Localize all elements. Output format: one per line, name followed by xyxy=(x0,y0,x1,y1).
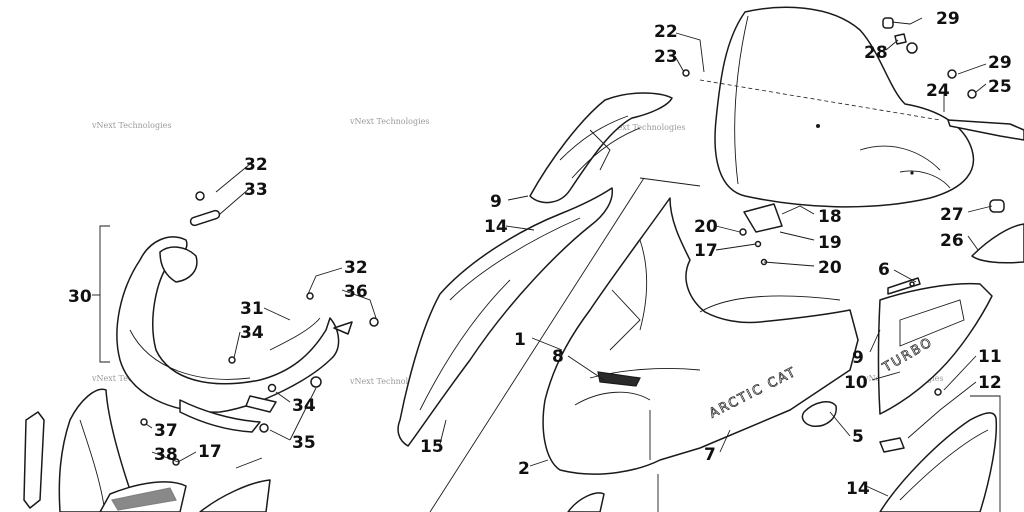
callout-2: 2 xyxy=(518,459,530,479)
callout-25: 25 xyxy=(988,77,1012,97)
watermark-1: vNext Technologies xyxy=(91,121,171,130)
callout-20-left: 20 xyxy=(694,217,718,237)
callout-28: 28 xyxy=(864,43,888,63)
watermark-6: vNext Technologies xyxy=(349,377,429,386)
side-panel-right: TURBO xyxy=(877,277,993,415)
callout-22: 22 xyxy=(654,22,678,42)
callout-17-mid: 17 xyxy=(694,241,718,261)
callout-29-right: 29 xyxy=(988,53,1012,73)
callout-20-right: 20 xyxy=(818,258,842,278)
callout-26: 26 xyxy=(940,231,964,251)
callout-14-mid: 14 xyxy=(484,217,508,237)
callout-29-top: 29 xyxy=(936,9,960,29)
callout-8: 8 xyxy=(552,347,564,367)
leader-lines xyxy=(145,17,993,497)
callout-6: 6 xyxy=(878,260,890,280)
callout-35: 35 xyxy=(292,433,316,453)
watermark-3: vNext Technologies xyxy=(605,123,685,132)
callout-27: 27 xyxy=(940,205,964,225)
bumper-hardware xyxy=(140,191,379,466)
lower-panel-right xyxy=(801,281,998,512)
callout-36: 36 xyxy=(344,282,368,302)
callouts: 22 23 29 28 29 25 24 27 26 18 19 20 20 1… xyxy=(68,9,1012,499)
callout-9-top: 9 xyxy=(490,192,502,212)
callout-9-right: 9 xyxy=(852,348,864,368)
callout-12: 12 xyxy=(978,373,1002,393)
callout-17-left: 17 xyxy=(198,442,222,462)
callout-38: 38 xyxy=(154,445,178,465)
callout-5: 5 xyxy=(852,427,864,447)
lower-middle-parts xyxy=(235,457,605,512)
lower-left-parts xyxy=(23,388,271,512)
callout-18: 18 xyxy=(818,207,842,227)
windshield-hardware xyxy=(682,17,977,266)
callout-14-bottom: 14 xyxy=(846,479,870,499)
callout-19: 19 xyxy=(818,233,842,253)
callout-11: 11 xyxy=(978,347,1002,367)
callout-37: 37 xyxy=(154,421,178,441)
main-hood: ARCTIC CAT xyxy=(542,197,859,475)
windshield xyxy=(714,6,975,208)
callout-15: 15 xyxy=(420,437,444,457)
side-rail xyxy=(397,187,614,447)
headlight-bracket xyxy=(529,92,673,204)
watermark-2: vNext Technologies xyxy=(349,117,429,126)
callout-34-left: 34 xyxy=(240,323,264,343)
callout-32-mid: 32 xyxy=(344,258,368,278)
callout-7: 7 xyxy=(704,445,716,465)
callout-23: 23 xyxy=(654,47,678,67)
callout-34-right: 34 xyxy=(292,396,316,416)
callout-1: 1 xyxy=(514,330,526,350)
callout-32-top: 32 xyxy=(244,155,268,175)
callout-33: 33 xyxy=(244,180,268,200)
callout-24: 24 xyxy=(926,81,950,101)
callout-30: 30 xyxy=(68,287,92,307)
mirror-assembly xyxy=(947,119,1024,264)
callout-31: 31 xyxy=(240,299,264,319)
front-bumper xyxy=(116,236,340,433)
callout-10: 10 xyxy=(844,373,868,393)
